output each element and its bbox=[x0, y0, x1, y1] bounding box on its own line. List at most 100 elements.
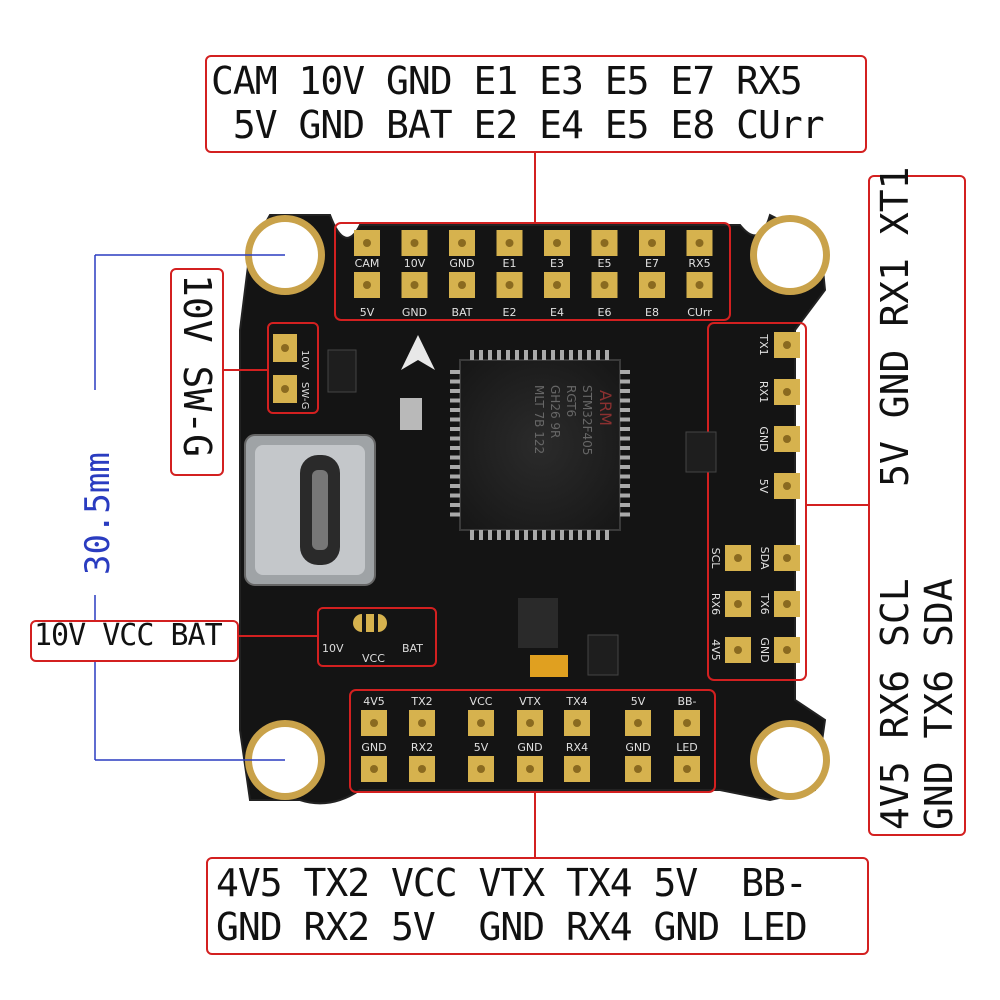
silk-bottom-b-2: 5V bbox=[474, 741, 489, 754]
right-pair-b-2-hole bbox=[783, 646, 791, 654]
left-vcc-label: 10V VCC BAT bbox=[34, 618, 223, 653]
silk-pair-r-1: TX6 bbox=[758, 592, 771, 614]
top-label-row1: CAM 10V GND E1 E3 E5 E7 RX5 bbox=[211, 59, 803, 103]
chip-pin-right-5 bbox=[620, 417, 630, 422]
silk-top-1: 10V bbox=[404, 257, 426, 270]
silk-top-6: E7 bbox=[645, 257, 659, 270]
silk-jumper-10v: 10V bbox=[322, 642, 344, 655]
chip-pin-left-14 bbox=[450, 503, 460, 507]
chip-pin-top-12 bbox=[578, 350, 582, 360]
silk-pair-r-0: SDA bbox=[758, 547, 771, 570]
top-pad-5-hole bbox=[600, 239, 609, 247]
pad-sw-g bbox=[273, 375, 297, 403]
chip-pin-top-14 bbox=[596, 350, 600, 360]
silk-top-5: E5 bbox=[598, 257, 612, 270]
silk-pair-r-2: GND bbox=[758, 637, 771, 662]
right-pair-b-0-hole bbox=[783, 554, 791, 562]
chip-pin-top-13 bbox=[587, 350, 591, 360]
silk-bottom-2: VCC bbox=[470, 695, 493, 708]
chip-pin-bottom-12 bbox=[578, 530, 582, 540]
bottom-label-box: 4V5 TX2 VCC VTX TX4 5V BB- GND RX2 5V GN… bbox=[206, 857, 869, 955]
chip-pin-right-7 bbox=[620, 436, 630, 441]
right-pair-a-0-hole bbox=[734, 554, 742, 562]
right-pad-2-hole bbox=[783, 435, 791, 443]
chip-pin-top-1 bbox=[479, 350, 483, 360]
pad-10v bbox=[273, 334, 297, 362]
silk-bottom-b-3: GND bbox=[517, 741, 542, 754]
chip-pin-right-2 bbox=[620, 389, 630, 393]
right-pair-b-1-hole bbox=[783, 600, 791, 608]
chip-pin-left-3 bbox=[450, 398, 460, 403]
silk-top-0: CAM bbox=[355, 257, 380, 270]
ic-small bbox=[587, 634, 619, 676]
left-sw-label: 10V SW-G bbox=[175, 274, 219, 458]
silk-top-4: E3 bbox=[550, 257, 564, 270]
top-pad-6-hole bbox=[648, 239, 656, 247]
top-pad-1-hole bbox=[410, 239, 419, 247]
chip-pin-top-8 bbox=[542, 350, 546, 360]
chip-pin-top-5 bbox=[515, 350, 519, 360]
silk-top-b-6: E8 bbox=[645, 306, 659, 319]
chip-pin-right-9 bbox=[620, 455, 630, 460]
chip-pin-bottom-9 bbox=[551, 530, 555, 540]
right-label-col2: GND TX6 SDA bbox=[917, 578, 961, 830]
chip-pin-right-8 bbox=[620, 446, 630, 450]
chip-pin-bottom-1 bbox=[479, 530, 483, 540]
chip-pin-left-1 bbox=[450, 379, 460, 384]
chip-pin-bottom-8 bbox=[542, 530, 546, 540]
chip-pin-bottom-11 bbox=[569, 530, 573, 540]
leader-lines bbox=[220, 150, 868, 857]
chip-pin-top-9 bbox=[551, 350, 555, 360]
silk-pair-l-2: 4V5 bbox=[709, 639, 722, 661]
bottom-pad-b-2-hole bbox=[477, 765, 485, 773]
silk-left-swg: SW-G bbox=[299, 382, 310, 410]
left-sw-label-box bbox=[170, 268, 224, 476]
chip-pin-left-5 bbox=[450, 417, 460, 422]
chip-pin-left-8 bbox=[450, 446, 460, 450]
silk-top-b-4: E4 bbox=[550, 306, 564, 319]
right-pad-3-hole bbox=[783, 482, 791, 490]
chip-pin-right-4 bbox=[620, 408, 630, 412]
capacitor bbox=[518, 598, 558, 648]
silk-jumper-vcc: VCC bbox=[362, 652, 385, 665]
bottom-pad-4-hole bbox=[573, 719, 581, 727]
vcc-jumper-pads bbox=[353, 614, 387, 632]
bottom-pad-b-0-hole bbox=[370, 765, 378, 773]
chip-pin-right-12 bbox=[620, 484, 630, 488]
chip-pin-bottom-7 bbox=[533, 530, 537, 540]
silk-top-b-2: BAT bbox=[452, 306, 473, 319]
top-pad-7-hole bbox=[695, 239, 704, 247]
chip-pin-bottom-13 bbox=[587, 530, 591, 540]
chip-pin-left-11 bbox=[450, 474, 460, 479]
mounting-hole-top-right bbox=[750, 215, 830, 295]
crystal bbox=[400, 398, 422, 430]
top-pad-b-1-hole bbox=[410, 281, 419, 289]
mcu-part-text: STM32F405 bbox=[580, 385, 594, 455]
silk-bottom-6: BB- bbox=[677, 695, 696, 708]
mcu-line4-text: MLT 7B 122 bbox=[532, 385, 546, 454]
chip-pin-right-14 bbox=[620, 503, 630, 507]
chip-pin-left-2 bbox=[450, 389, 460, 393]
silk-top-3: E1 bbox=[503, 257, 517, 270]
chip-pin-top-2 bbox=[488, 350, 492, 360]
silk-pair-l-0: SCL bbox=[709, 548, 722, 570]
silk-top-b-1: GND bbox=[402, 306, 427, 319]
tantalum-capacitor bbox=[530, 655, 568, 677]
silk-right-3: 5V bbox=[757, 479, 770, 494]
silk-top-b-7: CUrr bbox=[687, 306, 712, 319]
mcu-line2-text: RGT6 bbox=[564, 385, 578, 417]
bottom-pad-b-4-hole bbox=[573, 765, 581, 773]
top-pad-b-6-hole bbox=[648, 281, 656, 289]
chip-pin-left-12 bbox=[450, 484, 460, 488]
dimension-label: 30.5mm bbox=[78, 452, 118, 575]
bottom-pad-b-1-hole bbox=[418, 765, 426, 773]
silk-right-2: GND bbox=[757, 426, 770, 451]
silk-bottom-4: TX4 bbox=[565, 695, 587, 708]
chip-pin-top-11 bbox=[569, 350, 573, 360]
ic-right bbox=[685, 431, 717, 473]
top-pad-3-hole bbox=[505, 239, 514, 247]
silk-left-10v: 10V bbox=[299, 350, 310, 370]
